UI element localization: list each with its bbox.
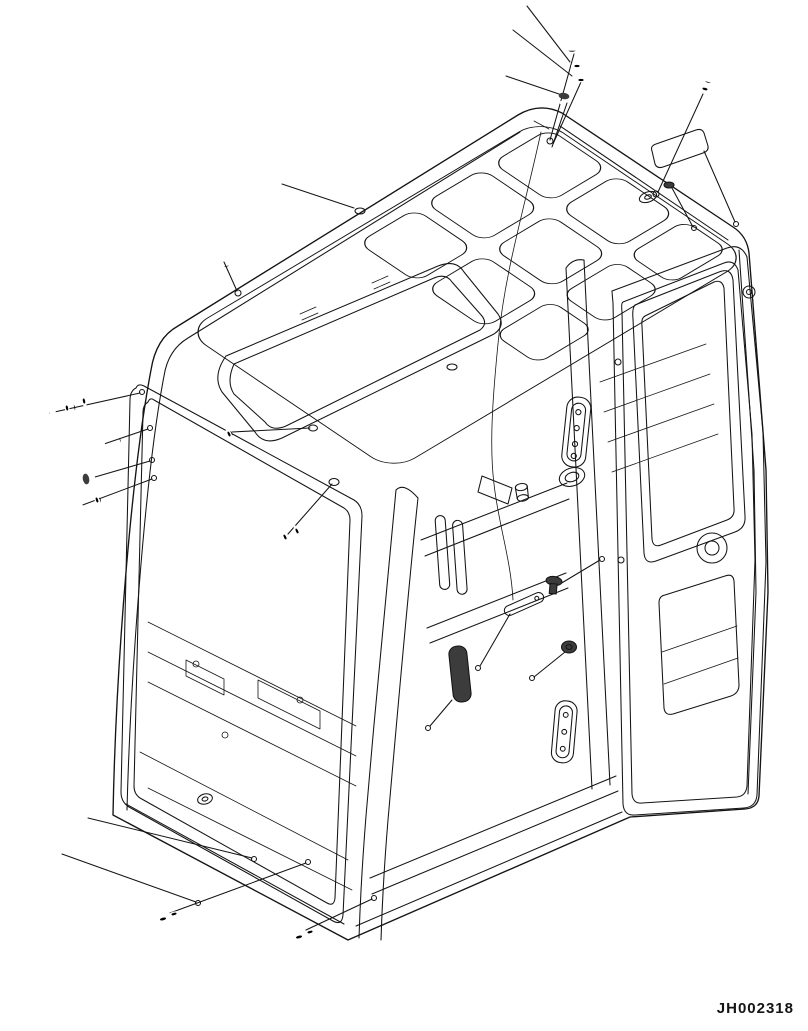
antenna-cable	[477, 120, 658, 601]
side-opening-rails	[369, 482, 619, 895]
hex-bolt-icon	[560, 640, 578, 654]
cab-outer-frame	[112, 107, 769, 941]
mounting-points	[138, 137, 740, 907]
mushroom-plug-icon	[545, 575, 563, 595]
sunroof-hatch	[217, 263, 502, 442]
callout-parts	[39, 7, 724, 942]
cab-door	[611, 246, 767, 816]
washer-icon	[92, 493, 102, 507]
front-right-pillar	[358, 486, 419, 941]
washer-icon	[698, 85, 712, 93]
washer-icon	[280, 530, 290, 544]
cover-plate-icon	[650, 128, 709, 169]
washer-icon	[571, 63, 583, 69]
washer-icon	[575, 77, 587, 83]
grommet-icon	[81, 471, 97, 485]
long-bolt-icon	[563, 7, 581, 52]
door-frame-pillar	[434, 259, 611, 790]
damper-cylinder-icon	[448, 645, 472, 703]
screw-icon	[91, 434, 122, 454]
roof-panel	[197, 126, 737, 464]
plug-cylinder-icon	[514, 482, 529, 502]
rear-interior-structure	[550, 343, 719, 764]
washer-icon	[63, 401, 71, 415]
figure-code: JH002318	[716, 1000, 794, 1017]
glass-plug-icon	[197, 793, 213, 805]
door-stay-rod-icon	[503, 591, 545, 617]
antenna-base-icon	[638, 190, 658, 204]
washer-icon	[292, 524, 302, 538]
washer-icon	[80, 394, 88, 408]
bolt-plate-upper	[561, 396, 592, 468]
interior-lower-left	[139, 621, 357, 891]
door-handle-icon	[696, 532, 728, 564]
bolt-plate-lower	[550, 700, 578, 764]
vent-grommet-icon	[558, 467, 586, 487]
bolt-icon	[701, 46, 724, 85]
grommet-icon	[663, 181, 675, 189]
windshield-opening	[120, 384, 363, 924]
